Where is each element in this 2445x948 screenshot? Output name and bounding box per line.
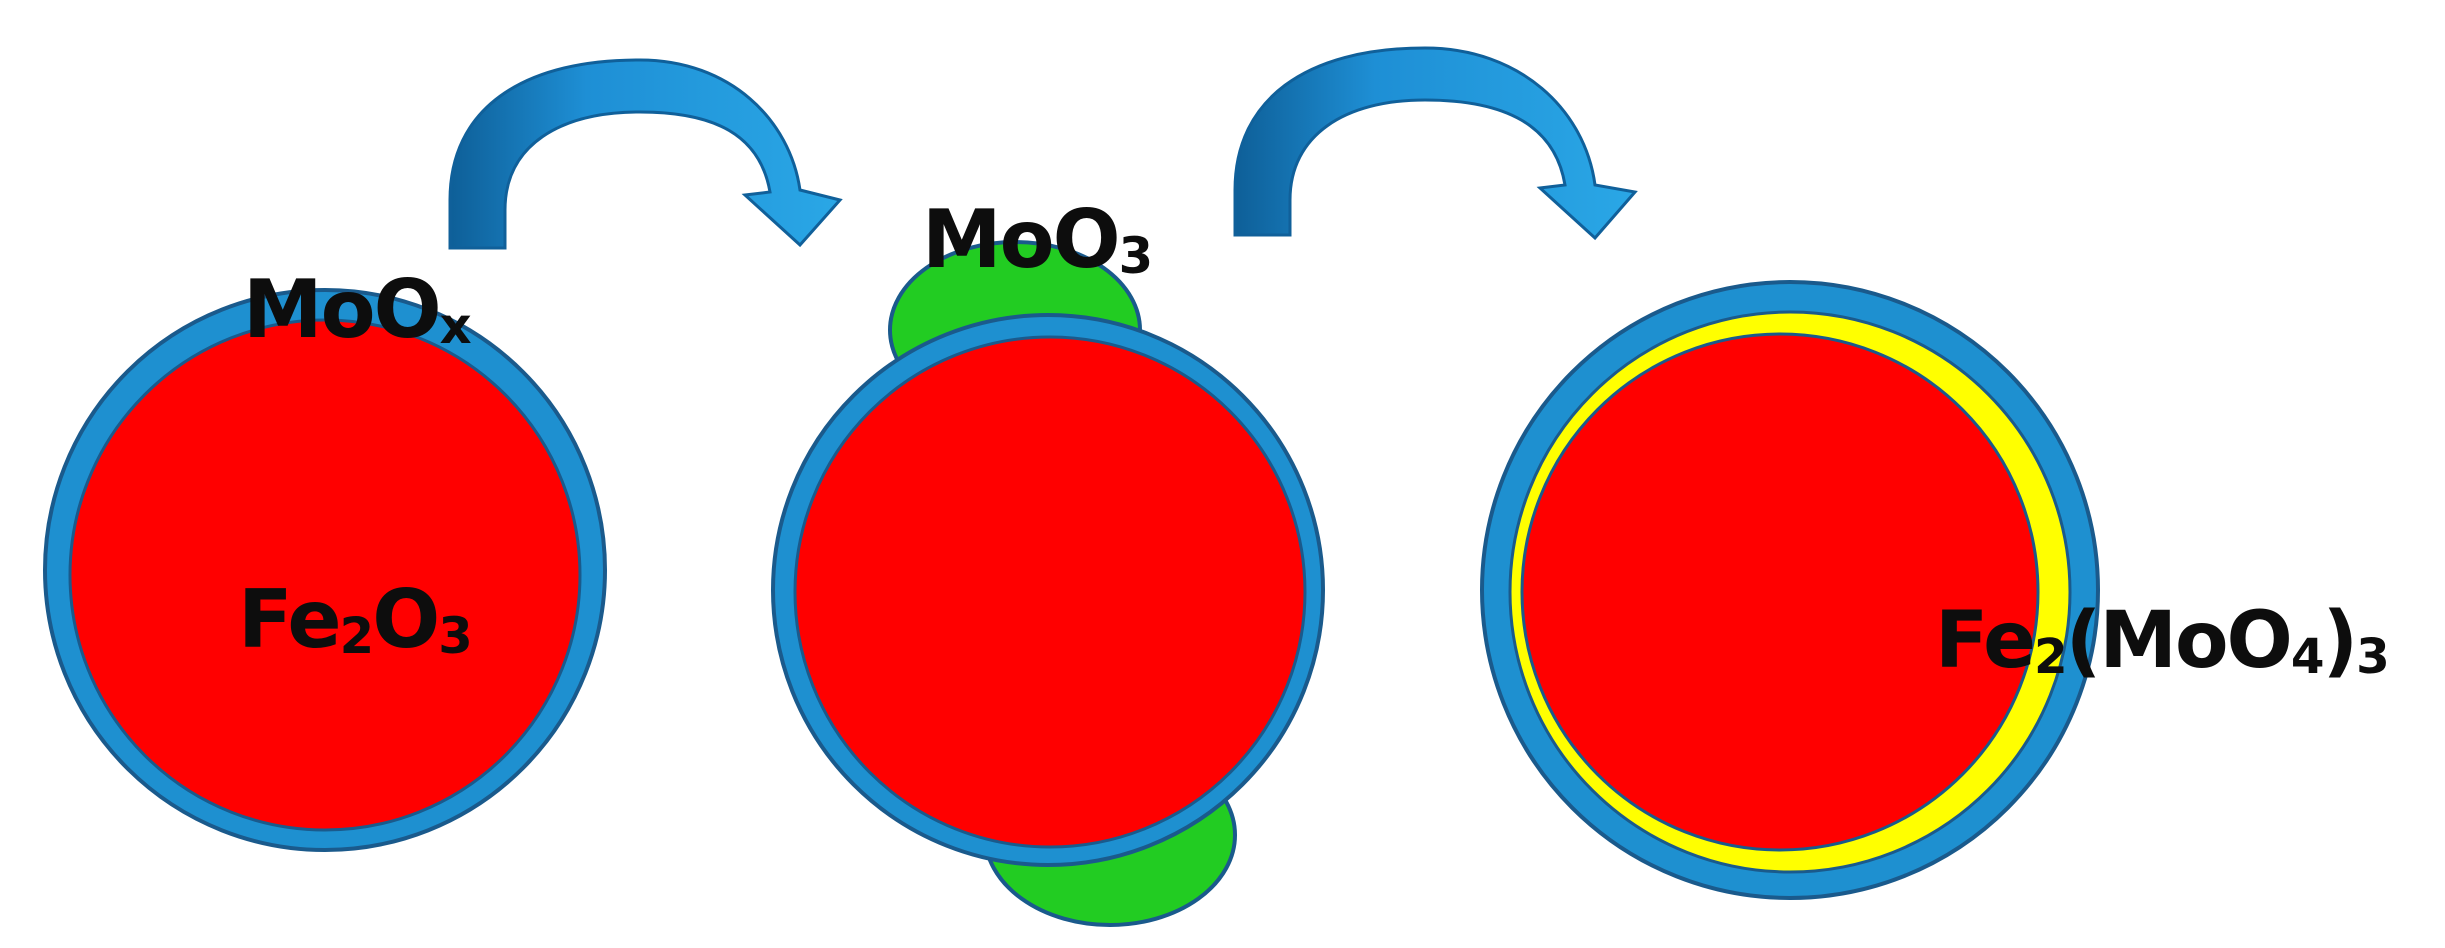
label-fe2o3-a-sub: 2 [339,606,374,665]
label-fe2-moo4-3-c: ) [2322,596,2359,686]
label-fe2o3-a: Fe [238,573,342,666]
fe2o3-core [1520,332,2040,852]
particle-fe2o3-moox [43,288,607,852]
label-fe2-moo4-3-b-sub: 4 [2290,628,2325,685]
arrow-2-body [1233,46,1638,241]
label-fe2o3-b-sub: 3 [438,606,472,665]
curved-arrow-icon [448,58,843,250]
label-fe2o3: Fe2O3 [238,580,473,661]
label-moox: MoOx [243,270,472,351]
label-moo3-main: MoO [922,193,1121,286]
label-fe2-moo4-3-a-sub: 2 [2034,628,2068,685]
fe2o3-core [793,335,1307,849]
particle-fe2-moo4-3 [1480,280,2100,900]
label-moo3: MoO3 [922,200,1153,281]
label-fe2-moo4-3: Fe2(MoO4)3 [1935,602,2390,681]
particle-with-moo3-patches [771,240,1325,927]
label-fe2-moo4-3-c-sub: 3 [2356,628,2390,685]
label-fe2-moo4-3-b: (MoO [2065,596,2293,686]
label-moox-main: MoO [243,263,442,356]
label-moo3-sub: 3 [1118,226,1153,285]
fe2o3-core [68,318,582,832]
curved-arrow-icon [1233,46,1638,241]
label-fe2-moo4-3-a: Fe [1935,596,2036,686]
label-fe2o3-b: O [372,573,440,666]
arrow-1-body [448,58,843,250]
label-moox-sub: x [439,296,472,355]
